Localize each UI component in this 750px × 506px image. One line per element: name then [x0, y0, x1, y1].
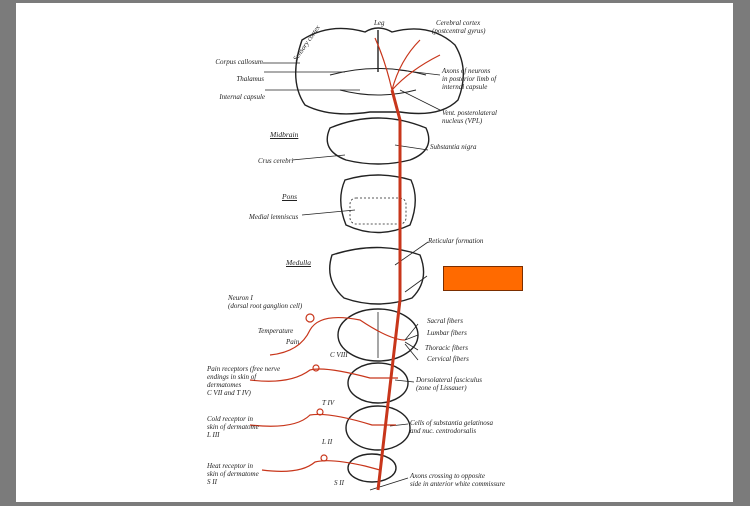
label-pain: Pain [286, 338, 300, 346]
cerebrum [294, 27, 464, 115]
label-axons-crossing-1: Axons crossing to opposite [410, 472, 485, 480]
highlight-box [443, 266, 523, 291]
label-cold-2: skin of dermatome [207, 423, 259, 431]
label-axons-1: Axons of neurons [442, 67, 491, 75]
label-cold-1: Cold receptor in [207, 415, 254, 423]
label-vpl-2: nucleus (VPL) [442, 117, 483, 125]
label-cells-1: Cells of substantia gelatinosa [410, 419, 494, 427]
label-pons: Pons [282, 192, 297, 201]
label-neuron-2: (dorsal root ganglion cell) [228, 302, 303, 310]
label-pain-receptors-1: Pain receptors (free nerve [207, 365, 281, 373]
label-cerebral-cortex: Cerebral cortex [436, 19, 481, 27]
label-cervical: Cervical fibers [427, 355, 469, 363]
spinal-t4 [347, 362, 409, 404]
label-cells-2: and nuc. centrodorsalis [410, 427, 477, 435]
label-sacral: Sacral fibers [427, 317, 463, 325]
label-medulla: Medulla [286, 258, 311, 267]
label-postcentral: (postcentral gyrus) [432, 27, 486, 35]
label-pain-receptors-3: dermatomes [207, 381, 242, 389]
label-heat-3: S II [207, 478, 217, 486]
pons-section [340, 174, 416, 234]
label-neuron-1: Neuron I [228, 294, 253, 302]
label-temperature: Temperature [258, 327, 294, 335]
label-vpl-1: Vent. posterolateral [442, 109, 497, 117]
label-heat-1: Heat receptor in [207, 462, 254, 470]
thalamus-shape [329, 68, 427, 96]
label-medial-lemniscus: Medial lemniscus [249, 213, 299, 221]
label-thoracic: Thoracic fibers [425, 344, 468, 352]
spinothalamic-diagram [249, 27, 464, 491]
label-dorsolateral-1: Dorsolateral fasciculus [416, 376, 482, 384]
label-pain-receptors-2: endings in skin of [207, 373, 257, 381]
midbrain-section [326, 117, 430, 165]
label-pain-receptors-4: C VII and T IV) [207, 389, 251, 397]
label-axons-2: in posterior limb of [442, 75, 497, 83]
slide: Sensory cortex Leg Cerebral cortex (post… [16, 3, 733, 502]
label-thalamus: Thalamus [236, 75, 264, 83]
label-internal-capsule: Internal capsule [219, 93, 265, 101]
label-heat-2: skin of dermatome [207, 470, 259, 478]
label-l2: L II [322, 438, 333, 446]
label-midbrain: Midbrain [270, 130, 299, 139]
label-c8: C VIII [330, 351, 348, 359]
label-crus-cerebri: Crus cerebri [258, 157, 294, 165]
spinal-s2 [347, 453, 397, 483]
label-dorsolateral-2: (zone of Lissauer) [416, 384, 467, 392]
label-substantia-nigra: Substantia nigra [430, 143, 477, 151]
label-reticular-formation: Reticular formation [428, 237, 484, 245]
label-lumbar: Lumbar fibers [427, 329, 467, 337]
label-axons-3: internal capsule [442, 83, 488, 91]
spinal-l2 [345, 405, 411, 451]
label-leg: Leg [374, 19, 385, 27]
label-cold-3: L III [207, 431, 220, 439]
label-corpus-callosum: Corpus callosum [215, 58, 263, 66]
spinothalamic-tract [376, 89, 402, 491]
medulla-section [329, 246, 425, 305]
label-t4: T IV [322, 399, 335, 407]
label-axons-crossing-2: side in anterior white commissure [410, 480, 506, 488]
label-s2: S II [334, 479, 344, 487]
